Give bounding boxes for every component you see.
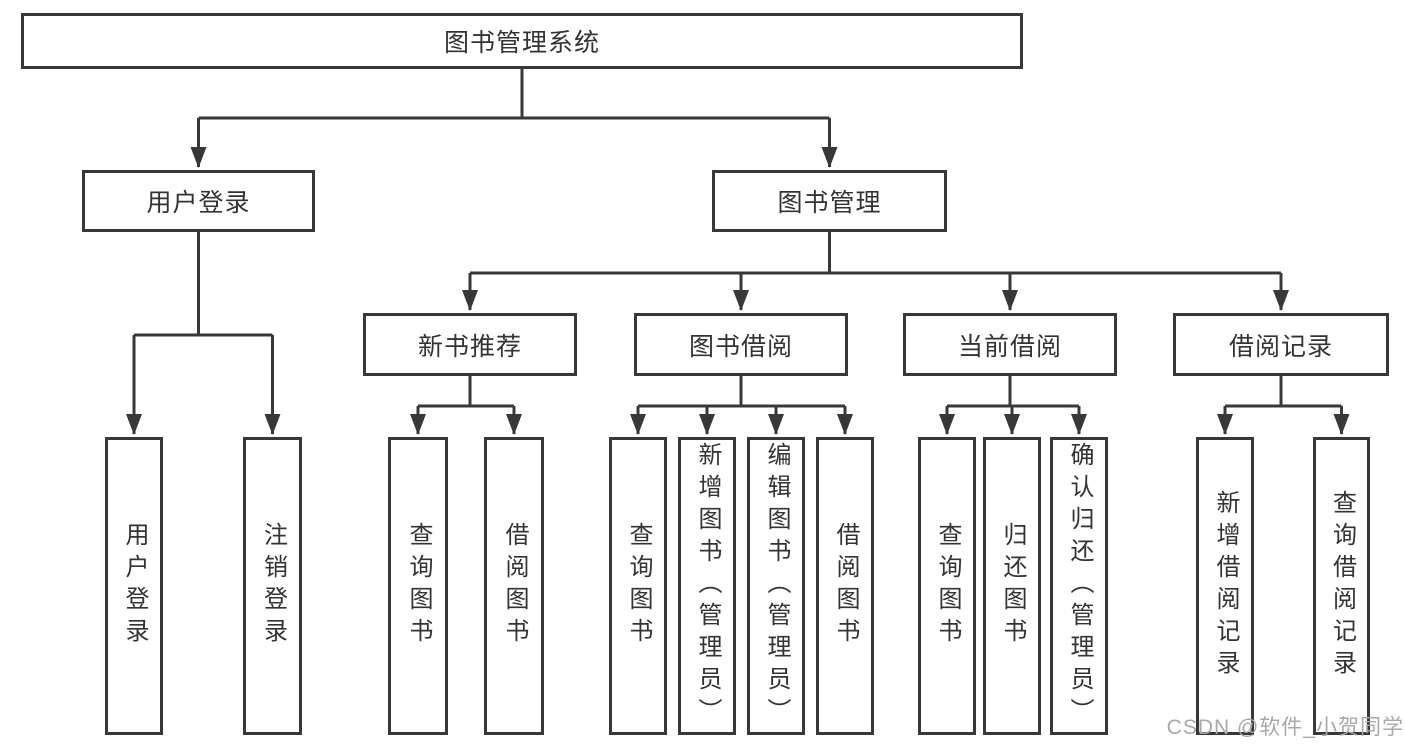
leaf-borrow-books: 借阅图书 <box>816 437 874 735</box>
leaf-logout-login: 注销登录 <box>243 437 302 735</box>
leaf-add-book-admin: 新增图书（管理员） <box>678 437 736 735</box>
leaf-edit-book-admin: 编辑图书（管理员） <box>747 437 805 735</box>
watermark: CSDN @软件_小贺同学 <box>1166 716 1404 739</box>
node-user-login: 用户登录 <box>82 170 315 232</box>
node-borrow-records: 借阅记录 <box>1173 313 1389 376</box>
leaf-return-books: 归还图书 <box>983 437 1041 735</box>
leaf-query-books-current: 查询图书 <box>918 437 976 735</box>
node-new-book-recommend: 新书推荐 <box>363 313 577 376</box>
node-current-borrow: 当前借阅 <box>903 313 1117 376</box>
leaf-add-borrow-record: 新增借阅记录 <box>1196 437 1254 735</box>
leaf-query-borrow-record: 查询借阅记录 <box>1313 437 1370 735</box>
leaf-query-books-recommend: 查询图书 <box>388 437 448 735</box>
leaf-user-login: 用户登录 <box>105 437 163 735</box>
node-book-management: 图书管理 <box>712 170 947 232</box>
node-system-root: 图书管理系统 <box>21 13 1023 69</box>
node-book-borrow: 图书借阅 <box>634 313 848 376</box>
leaf-query-books-borrow: 查询图书 <box>609 437 667 735</box>
leaf-confirm-return-admin: 确认归还（管理员） <box>1050 437 1108 735</box>
leaf-borrow-books-recommend: 借阅图书 <box>484 437 544 735</box>
